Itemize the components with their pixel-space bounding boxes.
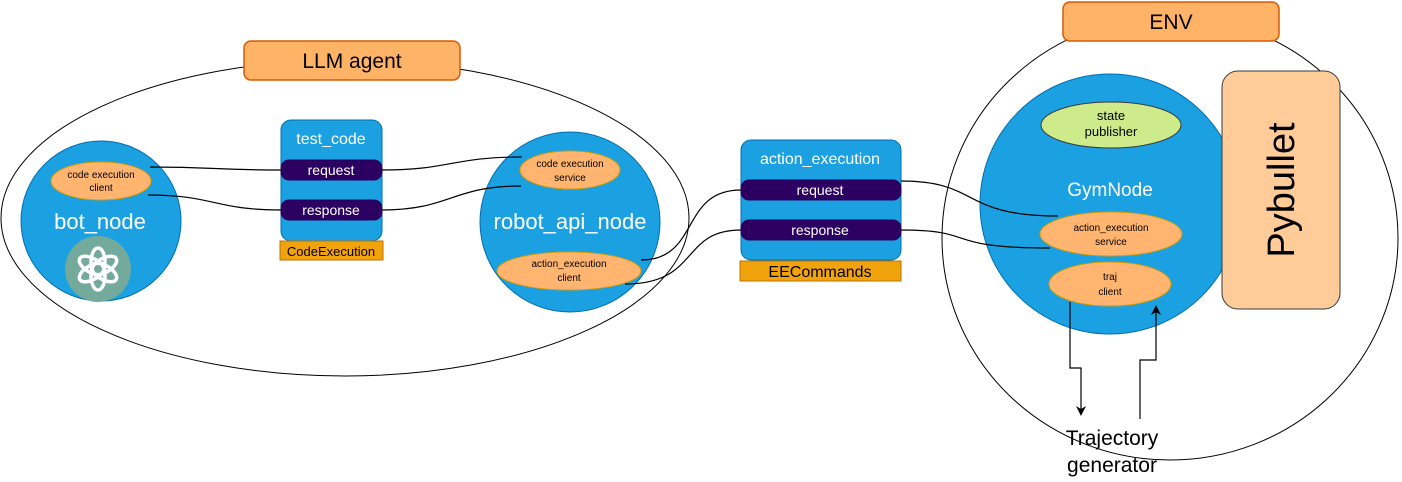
conn-client-request: [149, 166, 282, 171]
ee-commands-type-box: [739, 260, 902, 282]
test-code-title: test_code: [296, 131, 365, 148]
trajectory-generator-label-2: generator: [1067, 454, 1157, 477]
code-execution-client: [50, 161, 152, 201]
conn-request-service: [381, 156, 523, 171]
bot-node-label: bot_node: [54, 209, 146, 234]
code-execution-service-label-1: code execution: [536, 159, 603, 170]
traj-out-line: [1069, 302, 1086, 416]
action-execution-service-label-2: service: [1095, 237, 1127, 248]
traj-client: [1048, 261, 1172, 307]
code-execution-service: [519, 150, 621, 190]
code-execution-service-label-2: service: [554, 173, 586, 184]
robot-api-node-label: robot_api_node: [494, 209, 647, 234]
traj-in-line: [1139, 305, 1161, 419]
code-execution-type-label: CodeExecution: [287, 244, 375, 259]
state-publisher-label-2: publisher: [1085, 124, 1138, 139]
robot-api-node: code execution service robot_api_node ac…: [479, 131, 661, 313]
action-execution-response-label: response: [791, 222, 849, 238]
action-execution-service: [1039, 211, 1183, 257]
openai-logo-icon: [65, 236, 131, 302]
conn-response-gymservice: [900, 229, 1051, 249]
action-execution-client: [496, 251, 642, 291]
gym-node: state publisher GymNode action_execution…: [979, 73, 1241, 335]
trajectory-generator-label-1: Trajectory: [1066, 427, 1159, 450]
test-code-request-label: request: [308, 162, 355, 178]
llm-agent-header-box: [243, 40, 461, 81]
conn-client-response: [147, 194, 282, 211]
code-execution-client-label-1: code execution: [67, 170, 134, 181]
conn-actclient-request: [640, 189, 742, 261]
connections: [147, 156, 1161, 419]
bot-node: code execution client bot_node: [20, 140, 182, 302]
conn-request-gymservice: [900, 180, 1059, 217]
action-execution-client-label-2: client: [557, 273, 581, 284]
llm-agent-header: LLM agent: [302, 50, 401, 73]
action-execution-interface: action_execution request response: [740, 139, 902, 261]
action-execution-request-label: request: [797, 182, 844, 198]
ee-commands-type-label: EECommands: [768, 264, 871, 281]
env-header: ENV: [1149, 11, 1192, 34]
code-execution-client-label-2: client: [89, 183, 113, 194]
traj-client-label-2: client: [1098, 287, 1122, 298]
action-execution-client-label-1: action_execution: [531, 259, 606, 270]
test-code-interface: test_code request response: [280, 119, 383, 242]
conn-response-service: [381, 185, 522, 211]
action-execution-service-label-1: action_execution: [1073, 223, 1148, 234]
pybullet-box: [1221, 70, 1341, 310]
env-header-box: [1062, 1, 1280, 42]
state-publisher: [1040, 101, 1182, 149]
traj-client-label-1: traj: [1103, 272, 1117, 283]
gym-node-label: GymNode: [1067, 180, 1153, 201]
action-execution-title: action_execution: [760, 151, 880, 168]
conn-actclient-response: [624, 229, 742, 285]
test-code-response-label: response: [302, 202, 360, 218]
state-publisher-label-1: state: [1097, 108, 1125, 123]
pybullet-label: Pybullet: [1261, 122, 1303, 258]
code-execution-type-box: [279, 240, 384, 261]
